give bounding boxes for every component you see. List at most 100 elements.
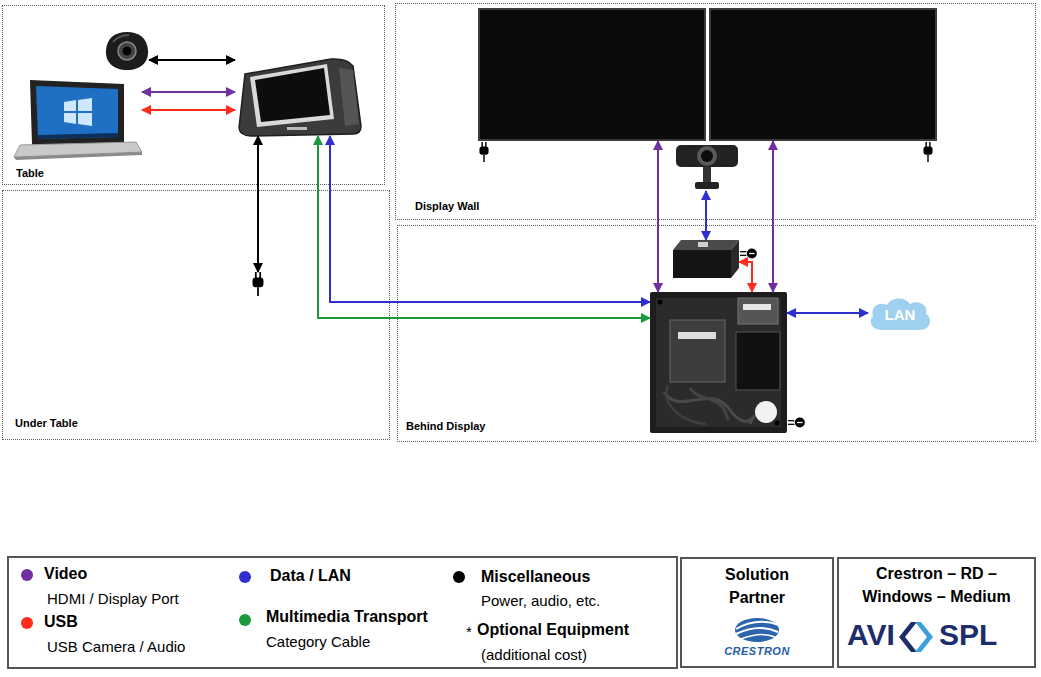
display-screen — [478, 8, 706, 141]
puck-body — [106, 32, 148, 70]
cloud-label: LAN — [868, 306, 932, 323]
box-side — [731, 240, 739, 278]
power-plug-outline — [250, 272, 266, 296]
legend-note: HDMI / Display Port — [47, 590, 179, 607]
laptop-icon — [12, 80, 142, 168]
touch-panel-outline — [235, 56, 361, 136]
legend-note: USB Camera / Audio — [47, 638, 185, 655]
rack-hole — [658, 300, 663, 305]
zone-label: Display Wall — [415, 200, 479, 213]
rack-label — [743, 304, 771, 310]
connector-arrow — [142, 109, 235, 111]
camera-puck — [105, 30, 149, 72]
brand-text: SPL — [939, 618, 997, 653]
display-screen-outline — [709, 8, 937, 141]
camera-housing — [676, 145, 738, 167]
legend-text: USB — [44, 613, 78, 631]
laptop-logo — [64, 98, 92, 126]
laptop-bezel — [30, 80, 124, 145]
legend-note: (additional cost) — [481, 646, 587, 663]
legend-text: Multimedia Transport — [266, 608, 428, 626]
laptop-taskbar — [38, 133, 118, 139]
rack-inner — [656, 298, 781, 427]
rack-cable — [664, 392, 754, 424]
zone-area-outline — [3, 191, 389, 439]
panel-side — [339, 68, 359, 126]
rack-hole — [775, 421, 780, 426]
control-box — [673, 240, 739, 278]
zone-area: Under Table — [2, 190, 390, 440]
brand-text: AVI — [847, 618, 895, 653]
connector-arrow — [330, 136, 650, 302]
logo-chevron — [899, 622, 917, 652]
zone-area: Table — [2, 5, 385, 185]
logo-swoosh — [736, 628, 778, 634]
rack-unit — [670, 320, 725, 382]
box-top — [673, 240, 739, 250]
rack-unit — [736, 332, 780, 390]
display-panel — [710, 9, 936, 140]
puck-lens — [123, 47, 132, 56]
legend-text: Optional Equipment — [477, 621, 629, 639]
camera-bar-outline — [676, 143, 738, 191]
equipment-rack-outline — [650, 292, 787, 433]
touch-panel — [235, 56, 361, 136]
rack-unit — [738, 298, 778, 324]
display-screen-outline — [478, 8, 706, 141]
logo-globe — [735, 618, 779, 642]
camera-puck-outline — [105, 30, 149, 72]
box-front — [673, 250, 731, 278]
connector-arrow — [318, 136, 650, 318]
brand-text: CRESTRON — [682, 645, 832, 658]
legend-note: Power, audio, etc. — [481, 592, 600, 609]
puck-ring — [118, 42, 136, 60]
legend-swatch — [239, 571, 251, 583]
legend-swatch — [239, 614, 251, 626]
connector-arrow — [657, 141, 659, 292]
zone-label: Under Table — [15, 417, 78, 430]
display-panel — [479, 9, 705, 140]
legend-text: Data / LAN — [270, 567, 351, 585]
power-plug-symbol — [479, 142, 488, 162]
legend-swatch — [453, 571, 465, 583]
rack-disc — [755, 401, 777, 423]
legend-frame — [8, 557, 677, 668]
panel-body — [239, 59, 361, 136]
connector-arrow — [772, 141, 774, 292]
power-plug — [250, 272, 266, 296]
laptop-screen — [36, 86, 118, 139]
lan-cloud: LAN — [868, 296, 932, 332]
legend-swatch — [21, 617, 33, 629]
brand-box: Solution PartnerCRESTRON — [680, 557, 834, 668]
control-box-outline — [673, 240, 739, 278]
brand-text: Solution Partner — [702, 563, 812, 609]
camera-bar — [676, 143, 738, 191]
box-logo — [698, 242, 708, 247]
logo-swoosh — [741, 634, 775, 639]
legend-note: Category Cable — [266, 633, 370, 650]
equipment-rack — [650, 292, 787, 433]
camera-ring — [697, 146, 717, 166]
rack-cable — [690, 388, 728, 420]
panel-screen — [255, 68, 330, 122]
camera-mount — [695, 182, 719, 189]
plug-glyph — [253, 272, 264, 296]
display-screen — [709, 8, 937, 141]
legend-note: * — [466, 623, 472, 640]
zone-area: Display Wall — [395, 3, 1036, 220]
rack-label — [678, 332, 716, 339]
rack-cable — [666, 386, 706, 424]
panel-button — [287, 127, 307, 130]
connector-arrow — [149, 59, 235, 61]
camera-stem — [703, 165, 711, 183]
panel-frame — [250, 64, 334, 127]
power-plug-symbol — [740, 249, 757, 259]
brand-text: Crestron – RD – Windows – Medium — [849, 562, 1024, 608]
legend-swatch — [21, 569, 33, 581]
rack-plate — [650, 292, 787, 433]
zone-area: Behind DisplayLAN — [397, 225, 1036, 442]
laptop-edge — [14, 152, 142, 160]
